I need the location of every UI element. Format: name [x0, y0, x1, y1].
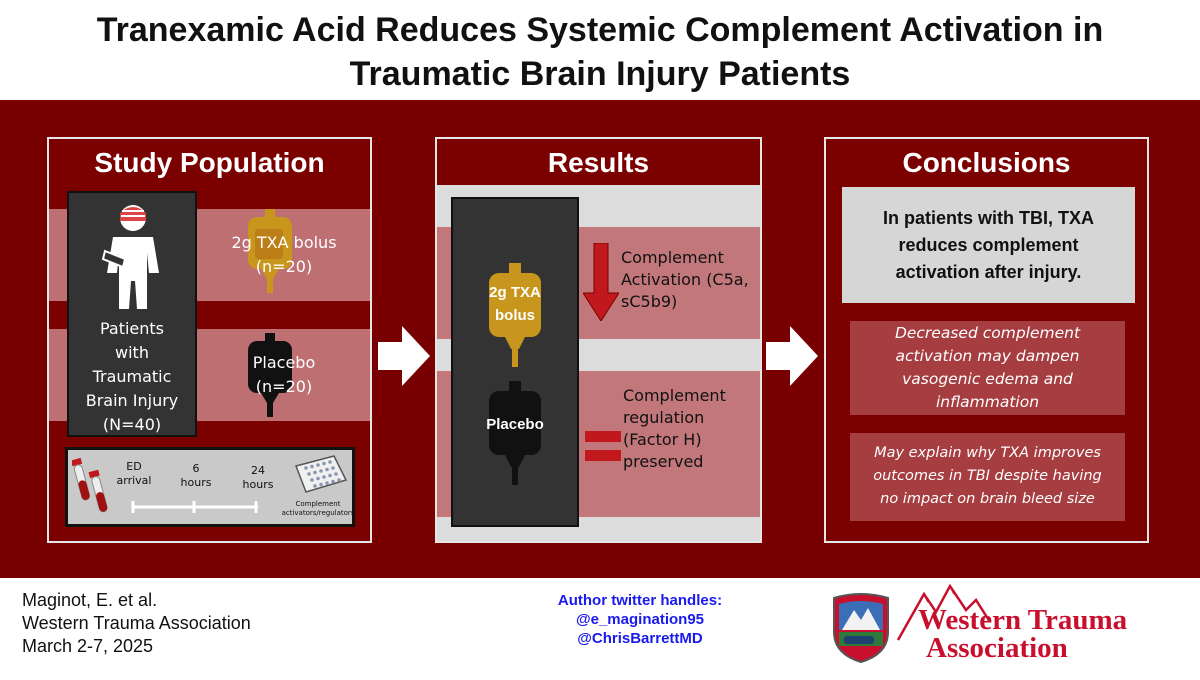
results-heading: Results [547, 147, 650, 178]
txa-arm-label: 2g TXA bolus (n=20) [209, 231, 359, 279]
patients-line-4: Brain Injury [85, 391, 179, 410]
wta-logo-text: Western Trauma Association [918, 604, 1128, 664]
txa-arm-dose: 2g TXA bolus [231, 233, 337, 252]
title-line-1: Tranexamic Acid Reduces Systemic Complem… [96, 11, 1104, 49]
citation-date: March 2-7, 2025 [22, 636, 154, 656]
iv-bag-icon [248, 209, 292, 293]
iv-bag-icon [489, 263, 541, 367]
timeline-axis [131, 501, 258, 513]
equals-icon [585, 431, 621, 461]
wta-logo-line-2: Association [926, 632, 1068, 664]
conclusion-edema-line-2: activation may dampen [895, 347, 1080, 365]
activation-finding: Complement Activation (C5a, sC5b9) [621, 247, 761, 313]
activation-line-3: sC5b9) [621, 292, 678, 311]
conclusion-outcomes-line-1: May explain why TXA improves [874, 445, 1101, 461]
well-plate-label-line-2: activators/regulators [281, 509, 355, 517]
sampling-timeline: ED arrival 6 hours 24 hours C [65, 447, 355, 527]
conclusion-edema-line-4: inflammation [935, 393, 1040, 411]
txa-bag-line-1: 2g TXA [489, 284, 541, 301]
timepoint-24h-line-2: hours [242, 478, 274, 491]
placebo-arm-n: (n=20) [255, 377, 313, 396]
wta-shield-icon [833, 593, 889, 664]
study-population-heading: Study Population [94, 147, 325, 178]
conclusion-edema: Decreased complement activation may damp… [850, 321, 1125, 415]
patients-line-3: Traumatic [92, 367, 172, 386]
comparison-box: 2g TXA bolus versus Placebo [451, 197, 579, 527]
conclusion-outcomes: May explain why TXA improves outcomes in… [850, 433, 1125, 521]
mountain-icon [896, 583, 992, 641]
regulation-finding: Complement regulation (Factor H) preserv… [623, 385, 763, 473]
conclusion-outcomes-line-3: no impact on brain bleed size [880, 491, 1095, 507]
timepoint-ed-line-2: arrival [116, 474, 152, 487]
timepoint-ed-arrival: ED arrival [112, 460, 156, 488]
right-arrow-icon [766, 326, 818, 386]
well-plate-label: Complement activators/regulators [280, 500, 356, 518]
right-arrow-icon [378, 326, 430, 386]
results-panel: Results 2g TXA bolus versus Placebo Comp… [435, 137, 762, 543]
placebo-arm-name: Placebo [252, 353, 316, 372]
placebo-bag-label: Placebo [486, 416, 544, 433]
twitter-handles: Author twitter handles: @e_magination95 … [500, 591, 780, 648]
citation: Maginot, E. et al. Western Trauma Associ… [22, 589, 251, 658]
activation-line-1: Complement [621, 248, 724, 267]
patients-label: Patients with Traumatic Brain Injury (N=… [69, 317, 195, 437]
well-plate-icon [294, 455, 348, 493]
main-conclusion-line-1: In patients with TBI, TXA [883, 208, 1094, 228]
timepoint-6h-line-1: 6 [192, 462, 200, 475]
citation-venue: Western Trauma Association [22, 613, 251, 633]
main-conclusion: In patients with TBI, TXA reduces comple… [842, 187, 1135, 303]
timepoint-6h-line-2: hours [180, 476, 212, 489]
patients-line-5: (N=40) [102, 415, 162, 434]
timepoint-24h: 24 hours [236, 464, 280, 492]
well-plate-label-line-1: Complement [295, 500, 341, 508]
txa-arm-n: (n=20) [255, 257, 313, 276]
title-line-2: Traumatic Brain Injury Patients [349, 55, 851, 93]
twitter-handle-2[interactable]: @ChrisBarrettMD [577, 630, 703, 647]
txa-bag-line-2: bolus [495, 307, 535, 324]
iv-bag-icon [248, 333, 292, 417]
conclusion-edema-line-1: Decreased complement [894, 324, 1081, 342]
twitter-handle-1[interactable]: @e_magination95 [576, 611, 704, 628]
page-title: Tranexamic Acid Reduces Systemic Complem… [0, 8, 1200, 98]
placebo-arm-label: Placebo (n=20) [209, 351, 359, 399]
regulation-line-4: preserved [623, 452, 704, 471]
conclusion-edema-line-3: vasogenic edema and [902, 370, 1073, 388]
patients-box: Patients with Traumatic Brain Injury (N=… [67, 191, 197, 437]
conclusions-panel: Conclusions In patients with TBI, TXA re… [824, 137, 1149, 543]
regulation-line-2: regulation [623, 408, 705, 427]
regulation-line-1: Complement [623, 386, 726, 405]
study-population-panel: Study Population Patients with Traumatic… [47, 137, 372, 543]
down-arrow-icon [583, 243, 619, 321]
main-conclusion-line-3: activation after injury. [895, 262, 1082, 282]
wta-logo-line-1: Western Trauma [918, 604, 1128, 636]
citation-authors: Maginot, E. et al. [22, 590, 158, 610]
timepoint-24h-line-1: 24 [251, 464, 265, 477]
patients-line-2: with [115, 343, 149, 362]
regulation-line-3: (Factor H) [623, 430, 702, 449]
patients-line-1: Patients [99, 319, 165, 338]
blood-tube-icon [72, 457, 108, 513]
timepoint-6h: 6 hours [174, 462, 218, 490]
timepoint-ed-line-1: ED [126, 460, 142, 473]
iv-bag-icon [489, 381, 541, 485]
conclusions-heading: Conclusions [902, 147, 1071, 178]
twitter-heading: Author twitter handles: [557, 592, 723, 609]
main-conclusion-line-2: reduces complement [898, 235, 1079, 255]
activation-line-2: Activation (C5a, [621, 270, 749, 289]
txa-bag-label: 2g TXA bolus [453, 281, 577, 327]
patient-icon [101, 205, 159, 309]
conclusion-outcomes-line-2: outcomes in TBI despite having [873, 468, 1102, 484]
